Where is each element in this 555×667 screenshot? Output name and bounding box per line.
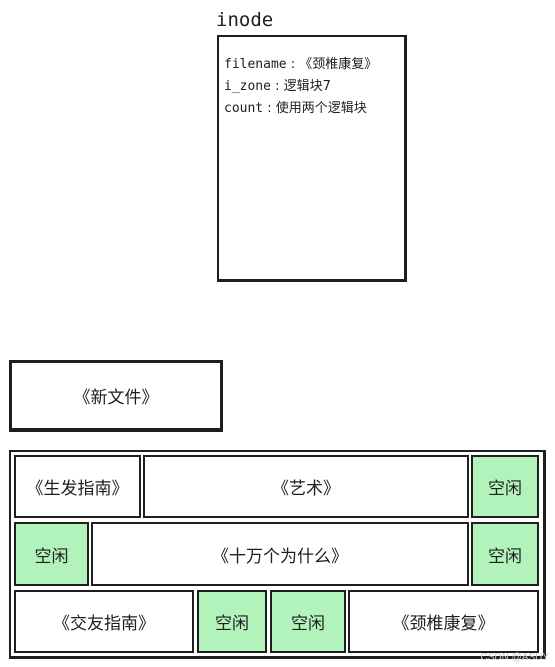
disk-block: 空闲 [270, 590, 346, 653]
inode-count-sep: : [263, 101, 276, 116]
inode-izone-value: 逻辑块7 [283, 79, 331, 94]
block-label: 空闲 [34, 546, 69, 567]
disk-block: 《颈椎康复》 [348, 590, 539, 653]
inode-title: inode [216, 9, 274, 31]
inode-izone-line: i_zone : 逻辑块7 [224, 75, 331, 94]
block-label: 《颈椎康复》 [392, 614, 495, 634]
block-label: 空闲 [291, 614, 325, 634]
disk-block-grid: 《生发指南》 《艺术》 空闲 空闲 《十万个为什么》 空闲 《交友指南》 空闲 … [9, 450, 546, 659]
inode-box: filename : 《颈椎康复》 i_zone : 逻辑块7 count : … [217, 35, 407, 282]
inode-count-key: count [224, 101, 264, 116]
inode-filename-value: 《颈椎康复》 [299, 57, 378, 72]
inode-filename-line: filename : 《颈椎康复》 [224, 53, 377, 72]
disk-block: 空闲 [471, 522, 539, 586]
inode-izone-key: i_zone [224, 79, 271, 94]
disk-block: 《艺术》 [143, 455, 469, 518]
disk-block: 《十万个为什么》 [91, 522, 469, 586]
new-file-box: 《新文件》 [9, 360, 223, 432]
disk-block: 《生发指南》 [14, 455, 141, 518]
disk-block: 空闲 [471, 455, 539, 518]
new-file-label: 《新文件》 [73, 388, 159, 408]
inode-filename-key: filename [224, 57, 287, 72]
inode-filename-sep: : [286, 57, 300, 72]
inode-izone-sep: : [270, 79, 284, 94]
disk-block: 《交友指南》 [14, 590, 194, 653]
block-label: 空闲 [215, 614, 249, 634]
block-label: 空闲 [488, 546, 522, 567]
block-label: 《十万个为什么》 [212, 546, 348, 567]
disk-block: 空闲 [14, 522, 89, 586]
inode-count-line: count : 使用两个逻辑块 [224, 97, 367, 116]
block-label: 《交友指南》 [53, 614, 155, 634]
block-label: 《生发指南》 [26, 479, 129, 499]
block-label: 《艺术》 [272, 479, 340, 499]
block-label: 空闲 [488, 479, 522, 499]
watermark: CSDN @ASUY [480, 652, 550, 663]
inode-count-value: 使用两个逻辑块 [275, 101, 367, 116]
disk-block: 空闲 [197, 590, 267, 653]
